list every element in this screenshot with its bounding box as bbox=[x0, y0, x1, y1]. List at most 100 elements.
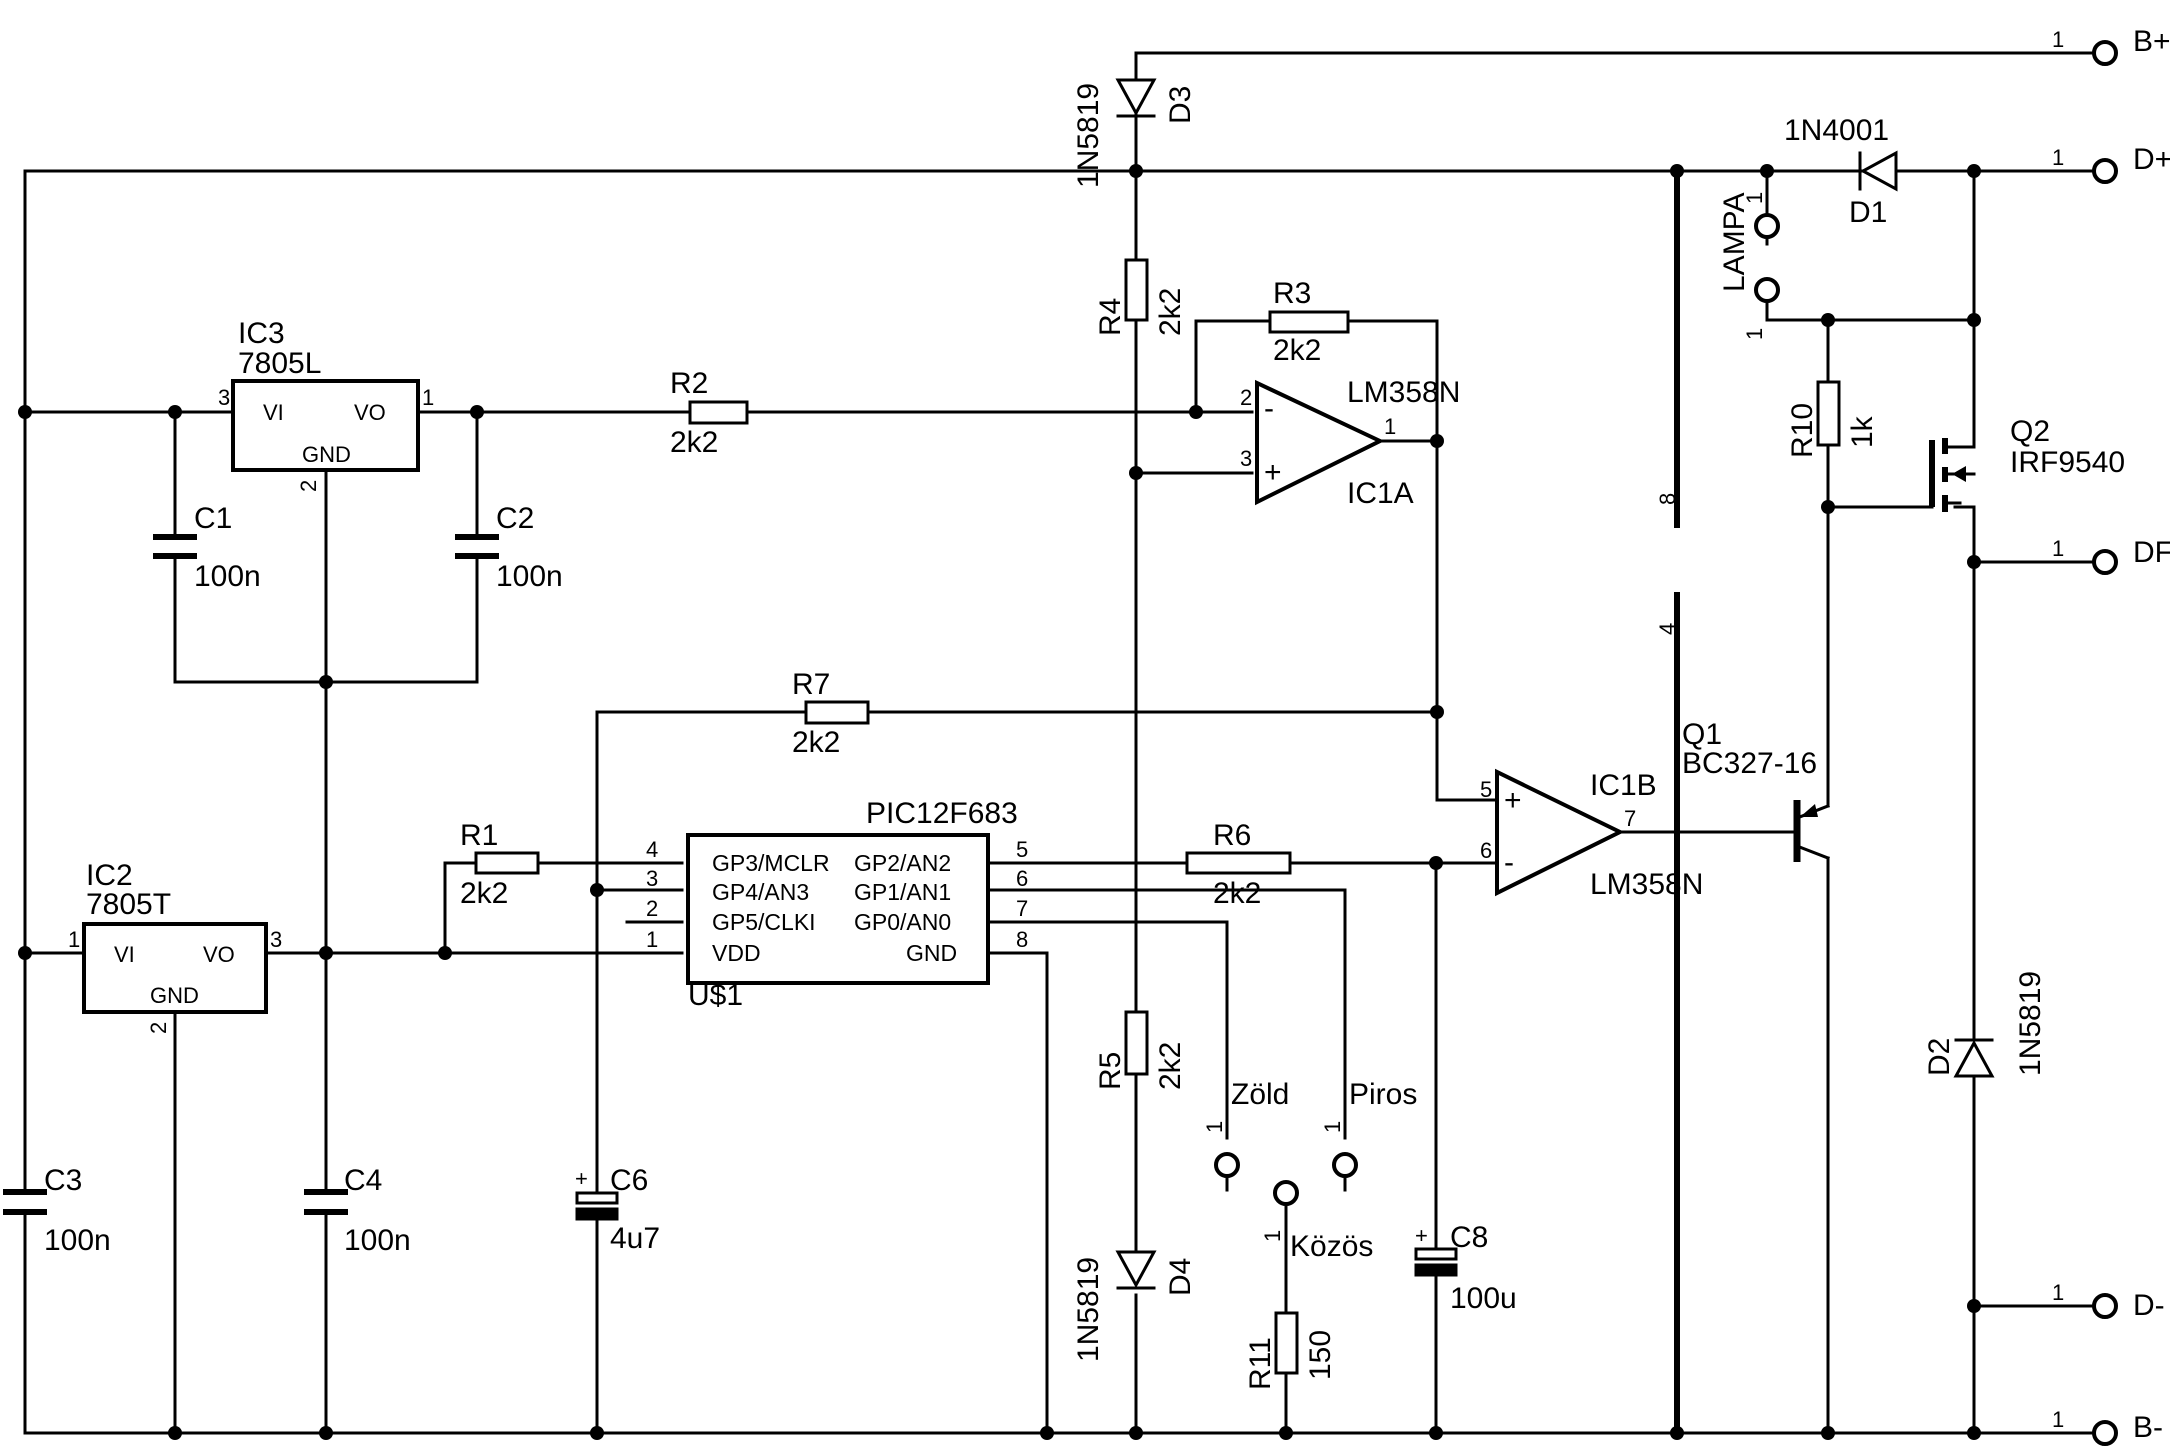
mcu-pin-num-l1: 3 bbox=[646, 866, 658, 891]
ic2-regulator[interactable]: IC2 7805T VI VO GND 1 3 2 bbox=[68, 859, 282, 1034]
resistor-r10[interactable]: R10 1k bbox=[1786, 380, 1879, 458]
resistor-r1[interactable]: R1 2k2 bbox=[460, 819, 540, 910]
opamp-ic1b[interactable]: + - 5 6 7 IC1B LM358N bbox=[1480, 768, 1703, 901]
terminal-b-minus-pin: 1 bbox=[2052, 1407, 2064, 1432]
capacitor-c6[interactable]: + C6 4u7 bbox=[575, 1164, 660, 1255]
terminal-df-label: DF bbox=[2133, 536, 2170, 569]
ic1b-part: LM358N bbox=[1590, 868, 1703, 901]
ic2-pin2: 2 bbox=[146, 1022, 171, 1034]
r10-value: 1k bbox=[1846, 415, 1879, 448]
terminal-df[interactable]: 1 DF bbox=[2052, 536, 2170, 575]
r11-value: 150 bbox=[1304, 1330, 1337, 1380]
capacitor-c8[interactable]: + C8 100u bbox=[1414, 1221, 1517, 1315]
mcu-pic12f683[interactable]: PIC12F683 U$1 GP3/MCLR GP4/AN3 GP5/CLKI … bbox=[646, 797, 1028, 1012]
opamp-ic1a[interactable]: - + 2 3 1 LM358N IC1A bbox=[1240, 376, 1460, 510]
resistor-r5[interactable]: R5 2k2 bbox=[1094, 1010, 1187, 1090]
ic1a-part: LM358N bbox=[1347, 376, 1460, 409]
r5-value: 2k2 bbox=[1154, 1042, 1187, 1090]
resistor-r7[interactable]: R7 2k2 bbox=[792, 668, 870, 759]
terminal-d-plus-label: D+ bbox=[2133, 143, 2170, 176]
ic2-pin1: 1 bbox=[68, 927, 80, 952]
ic3-vo-label: VO bbox=[354, 400, 386, 425]
ic3-pin3: 3 bbox=[218, 385, 230, 410]
ic1b-plus: + bbox=[1504, 784, 1522, 817]
terminal-d-minus[interactable]: 1 D- bbox=[2052, 1280, 2165, 1322]
led-red-pin: 1 bbox=[1320, 1121, 1345, 1133]
transistor-q2[interactable]: Q2 IRF9540 bbox=[1929, 415, 2125, 512]
resistor-r6[interactable]: R6 2k2 bbox=[1185, 819, 1292, 910]
mcu-pin-name-r0: GP2/AN2 bbox=[854, 850, 951, 876]
ic1a-ref: IC1A bbox=[1347, 477, 1414, 510]
r11-ref: R11 bbox=[1244, 1337, 1277, 1390]
diode-d1[interactable]: 1N4001 D1 bbox=[1784, 114, 1898, 229]
d4-ref: D4 bbox=[1164, 1258, 1197, 1296]
c3-ref: C3 bbox=[44, 1164, 82, 1197]
c8-value: 100u bbox=[1450, 1282, 1517, 1315]
led-common-pin: 1 bbox=[1260, 1230, 1285, 1242]
mcu-part: PIC12F683 bbox=[866, 797, 1018, 830]
terminal-b-plus-label: B+ bbox=[2133, 25, 2170, 58]
terminal-b-plus-pin: 1 bbox=[2052, 27, 2064, 52]
r2-ref: R2 bbox=[670, 367, 708, 400]
r6-value: 2k2 bbox=[1213, 877, 1261, 910]
r6-ref: R6 bbox=[1213, 819, 1251, 852]
led-red-connector[interactable]: Piros 1 bbox=[1320, 1078, 1417, 1178]
c2-ref: C2 bbox=[496, 502, 534, 535]
terminal-d-minus-pin: 1 bbox=[2052, 1280, 2064, 1305]
ic1b-pin-inv: 6 bbox=[1480, 838, 1492, 863]
ic3-vi-label: VI bbox=[263, 400, 284, 425]
mcu-pin-name-l3: VDD bbox=[712, 940, 761, 966]
diode-d3[interactable]: 1N5819 D3 bbox=[1072, 78, 1197, 188]
diode-d2[interactable]: D2 1N5819 bbox=[1923, 971, 2047, 1078]
lampa-connector[interactable]: LAMPA 1 1 bbox=[1718, 192, 1780, 340]
ic3-regulator[interactable]: IC3 7805L VI VO GND 3 1 2 bbox=[218, 317, 434, 492]
ic1a-minus: - bbox=[1264, 392, 1274, 425]
resistor-r3[interactable]: R3 2k2 bbox=[1268, 277, 1350, 367]
lampa-pin-bottom: 1 bbox=[1742, 328, 1767, 340]
mcu-pin-num-l3: 1 bbox=[646, 927, 658, 952]
c4-ref: C4 bbox=[344, 1164, 382, 1197]
supply-pin-4: 4 bbox=[1655, 623, 1680, 635]
q2-part: IRF9540 bbox=[2010, 446, 2125, 479]
c3-value: 100n bbox=[44, 1224, 111, 1257]
terminal-d-plus-pin: 1 bbox=[2052, 145, 2064, 170]
led-common-connector[interactable]: Közös 1 bbox=[1260, 1180, 1373, 1263]
q2-ref: Q2 bbox=[2010, 415, 2050, 448]
ic2-ref: IC2 bbox=[86, 859, 133, 892]
terminal-b-minus-label: B- bbox=[2133, 1411, 2163, 1444]
d1-part: 1N4001 bbox=[1784, 114, 1889, 147]
resistor-r4[interactable]: R4 2k2 bbox=[1094, 258, 1187, 336]
capacitor-c1[interactable]: C1 100n bbox=[153, 502, 261, 593]
terminal-b-plus[interactable]: 1 B+ bbox=[2052, 25, 2170, 66]
mcu-pin-num-l2: 2 bbox=[646, 896, 658, 921]
d2-part: 1N5819 bbox=[2014, 971, 2047, 1076]
c6-ref: C6 bbox=[610, 1164, 648, 1197]
transistor-q1[interactable]: Q1 BC327-16 bbox=[1682, 718, 1830, 862]
mcu-pin-name-l1: GP4/AN3 bbox=[712, 879, 809, 905]
terminal-df-pin: 1 bbox=[2052, 536, 2064, 561]
supply-pin-8: 8 bbox=[1655, 493, 1680, 505]
ic2-part: 7805T bbox=[86, 888, 171, 921]
capacitor-c2[interactable]: C2 100n bbox=[455, 502, 563, 593]
resistor-r2[interactable]: R2 2k2 bbox=[670, 367, 749, 459]
diode-d4[interactable]: 1N5819 D4 bbox=[1072, 1250, 1197, 1362]
ic1a-plus: + bbox=[1264, 456, 1282, 489]
d4-part: 1N5819 bbox=[1072, 1257, 1105, 1362]
ic3-ref: IC3 bbox=[238, 317, 285, 350]
terminal-d-plus[interactable]: 1 D+ bbox=[2052, 143, 2170, 184]
ic2-pin3: 3 bbox=[270, 927, 282, 952]
d2-ref: D2 bbox=[1923, 1038, 1956, 1076]
resistor-r11[interactable]: R11 150 bbox=[1244, 1311, 1337, 1390]
mcu-pin-name-r3: GND bbox=[906, 940, 957, 966]
c8-plus: + bbox=[1415, 1223, 1428, 1248]
capacitor-c3[interactable]: C3 100n bbox=[3, 1156, 111, 1257]
mcu-pin-name-r1: GP1/AN1 bbox=[854, 879, 951, 905]
terminal-b-minus[interactable]: 1 B- bbox=[2052, 1407, 2163, 1446]
capacitor-c4[interactable]: C4 100n bbox=[304, 1164, 411, 1257]
ic1a-pin-noninv: 3 bbox=[1240, 446, 1252, 471]
lampa-pin-top: 1 bbox=[1742, 192, 1767, 204]
led-green-connector[interactable]: Zöld 1 bbox=[1202, 1078, 1289, 1178]
lampa-label: LAMPA bbox=[1718, 193, 1751, 292]
r4-ref: R4 bbox=[1094, 298, 1127, 336]
